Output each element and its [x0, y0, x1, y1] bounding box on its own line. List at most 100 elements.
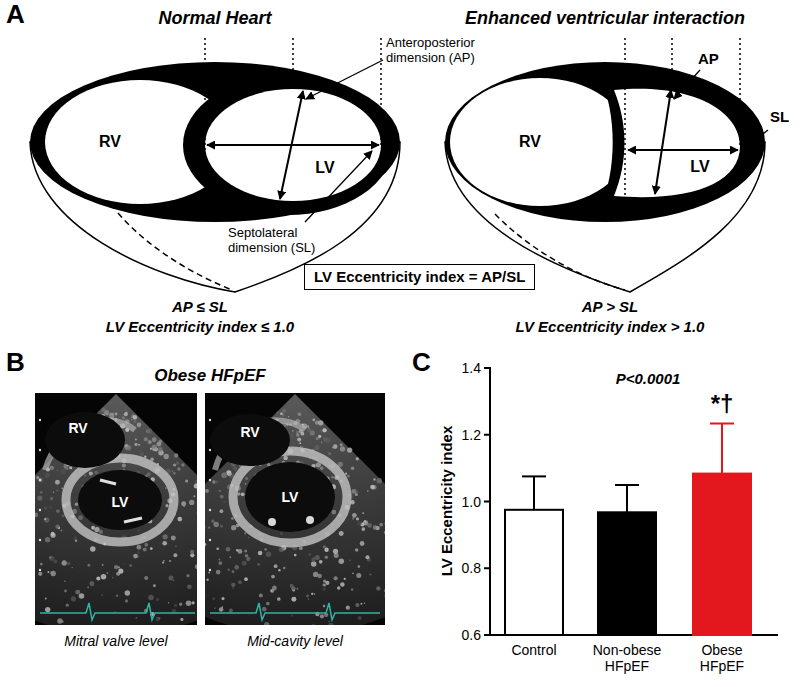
guide-line	[292, 38, 294, 89]
echo-speckle	[213, 522, 219, 528]
echo-speckle	[220, 525, 223, 528]
echo-speckle	[47, 571, 49, 573]
echo-speckle	[292, 430, 294, 432]
echo-speckle	[318, 435, 321, 438]
lv-cavity	[614, 89, 740, 198]
sl-arrow	[628, 149, 738, 151]
echo-speckle	[333, 576, 337, 580]
rv-cavity-echo	[210, 414, 290, 466]
echo-speckle	[37, 496, 42, 501]
echo-speckle	[357, 521, 362, 526]
echo-speckle	[116, 595, 118, 597]
echo-speckle	[51, 571, 56, 576]
echo-speckle	[38, 478, 43, 483]
echo-speckle	[307, 410, 311, 414]
echo-speckle	[89, 581, 94, 586]
echo-speckle	[144, 543, 148, 547]
significance-mark: *†	[711, 390, 734, 418]
echo-speckle	[87, 586, 89, 588]
echo-speckle	[340, 446, 345, 451]
echo-speckle	[171, 536, 176, 541]
echo-speckle	[35, 408, 197, 624]
error-bar	[626, 485, 628, 512]
echo-speckle	[272, 586, 277, 591]
echo-speckle	[369, 573, 371, 575]
echo-speckle	[84, 474, 86, 476]
myocardium	[445, 62, 765, 222]
echo-speckle	[226, 547, 231, 552]
echo-speckle	[280, 412, 283, 415]
echo-speckle	[331, 476, 334, 479]
echo-speckle	[205, 409, 385, 625]
echo-speckle	[163, 560, 165, 562]
echo-speckle	[165, 504, 168, 507]
echo-speckle	[50, 466, 54, 470]
echo-speckle	[174, 604, 177, 607]
echo-speckle	[111, 413, 114, 416]
echo-speckle	[162, 534, 167, 539]
echo-speckle	[223, 472, 228, 477]
echo-speckle	[186, 601, 192, 607]
echo-speckle	[319, 560, 323, 564]
echo-speckle	[169, 560, 171, 562]
echo-speckle	[45, 598, 47, 600]
echo-speckle	[355, 548, 358, 551]
echo-speckle	[367, 490, 369, 492]
category-label: Non-obese HFpEF	[585, 642, 669, 674]
depth-scale	[39, 449, 41, 451]
echo-speckle	[293, 416, 296, 419]
panel-letter: C	[412, 348, 431, 378]
echo-speckle	[220, 509, 224, 513]
echo-speckle	[227, 568, 229, 570]
error-bar	[710, 424, 734, 474]
echo-speckle	[180, 618, 183, 621]
echo-speckle	[219, 490, 221, 492]
echo-speckle	[298, 413, 301, 416]
echo-speckle	[133, 415, 137, 419]
echo-speckle	[230, 473, 232, 475]
echo-speckle	[56, 489, 58, 491]
echo-speckle	[175, 545, 177, 547]
axis-tick-mark	[484, 634, 490, 636]
echo-speckle	[352, 517, 354, 519]
echo-speckle	[216, 481, 219, 484]
echo-speckle	[323, 584, 325, 586]
formula-text: LV Eccentricity index = AP/SL	[314, 268, 525, 286]
echo-speckle	[223, 500, 226, 503]
echo-speckle	[69, 466, 72, 469]
bar	[693, 474, 751, 635]
echo-speckle	[57, 618, 62, 623]
echo-speckle	[317, 574, 322, 579]
echo-speckle	[362, 512, 364, 514]
echo-speckle	[205, 526, 206, 529]
echo-speckle	[264, 548, 266, 550]
echo-caption: Mid-cavity level	[247, 633, 343, 649]
echo-speckle	[289, 429, 291, 431]
depth-scale	[39, 569, 41, 571]
echo-speckle	[384, 522, 385, 526]
echo-caption: Mitral valve level	[64, 633, 167, 649]
echo-speckle	[229, 609, 233, 613]
echo-speckle	[373, 525, 378, 530]
echo-speckle	[271, 590, 273, 592]
echo-speckle	[312, 419, 315, 422]
leader-line	[306, 60, 383, 99]
echo-image	[35, 393, 197, 625]
echo-speckle	[244, 577, 248, 581]
echo-speckle	[38, 572, 42, 576]
echo-speckle	[244, 549, 247, 552]
echo-speckle	[168, 602, 169, 603]
echo-speckle	[148, 595, 154, 601]
bar	[505, 510, 563, 635]
echo-speckle	[232, 587, 234, 589]
p-value: P<0.0001	[616, 370, 681, 387]
echo-speckle	[75, 590, 80, 595]
echo-speckle	[66, 604, 69, 607]
echo-speckle	[133, 419, 137, 423]
echo-speckle	[367, 523, 372, 528]
depth-scale	[209, 419, 211, 421]
echo-speckle	[237, 492, 240, 495]
echo-speckle	[245, 477, 248, 480]
echo-speckle	[205, 489, 209, 493]
myocardium	[30, 62, 400, 222]
